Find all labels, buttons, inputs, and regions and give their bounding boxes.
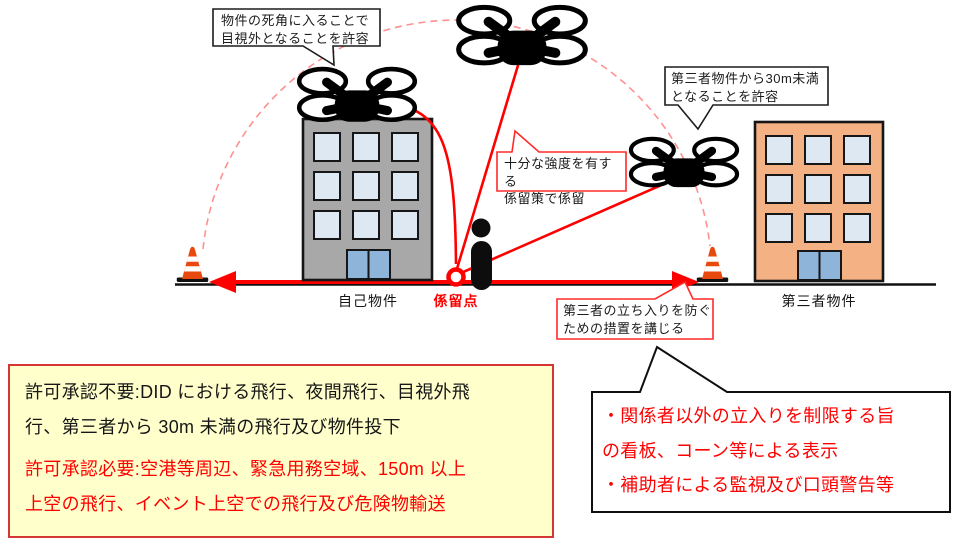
permission-required-text: 許可承認必要:空港等周辺、緊急用務空域、150m 以上 上空の飛行、イベント上空… (25, 459, 467, 514)
callout-bubble-blind-spot (212, 8, 381, 67)
permission-not-required-text: 許可承認不要:DID における飛行、夜間飛行、目視外飛 行、第三者から 30m … (25, 382, 471, 437)
tether-line-right-drone (460, 174, 683, 275)
callout-bubble-third-party-30m (664, 66, 829, 131)
third-party-property-label: 第三者物件 (781, 293, 857, 309)
traffic-cone-icon-right (696, 247, 729, 282)
flight-range-arc (202, 19, 711, 250)
tether-point-marker (446, 267, 466, 287)
drone-icon-top (459, 7, 586, 65)
callout-entry-prevention-text: 第三者の立ち入りを防ぐ ための措置を講じる (563, 303, 712, 336)
measures-bubble (591, 345, 951, 513)
own-building (301, 117, 434, 282)
callout-blind-spot-text: 物件の死角に入ることで 目視外となることを許容 (221, 13, 370, 46)
traffic-cone-icon-left (176, 247, 209, 282)
permission-info-box: 許可承認不要:DID における飛行、夜間飛行、目視外飛 行、第三者から 30m … (8, 364, 554, 538)
own-building-door (346, 249, 391, 280)
drone-icon-right (631, 139, 737, 187)
tether-point-label: 係留点 (433, 293, 479, 309)
callout-third-party-30m-text: 第三者物件から30m未満 となることを許容 (671, 71, 820, 104)
person-icon (471, 218, 492, 290)
third-party-building (753, 120, 885, 283)
measures-text: ・関係者以外の立入りを制限する旨 の看板、コーン等による表示 ・補助者による監視… (602, 406, 895, 495)
callout-bubble-tether-strength (496, 129, 627, 192)
own-property-label: 自己物件 (338, 293, 398, 309)
drone-icon-left (299, 69, 415, 122)
tether-line-top-drone (454, 51, 524, 273)
callout-bubble-entry-prevention (556, 280, 714, 340)
callout-tether-strength-text: 十分な強度を有する 係留策で係留 (504, 156, 613, 206)
own-building-windows (313, 132, 419, 240)
third-party-building-windows (765, 135, 871, 243)
third-party-building-door (797, 250, 842, 281)
range-arrow-left-icon (209, 271, 236, 293)
